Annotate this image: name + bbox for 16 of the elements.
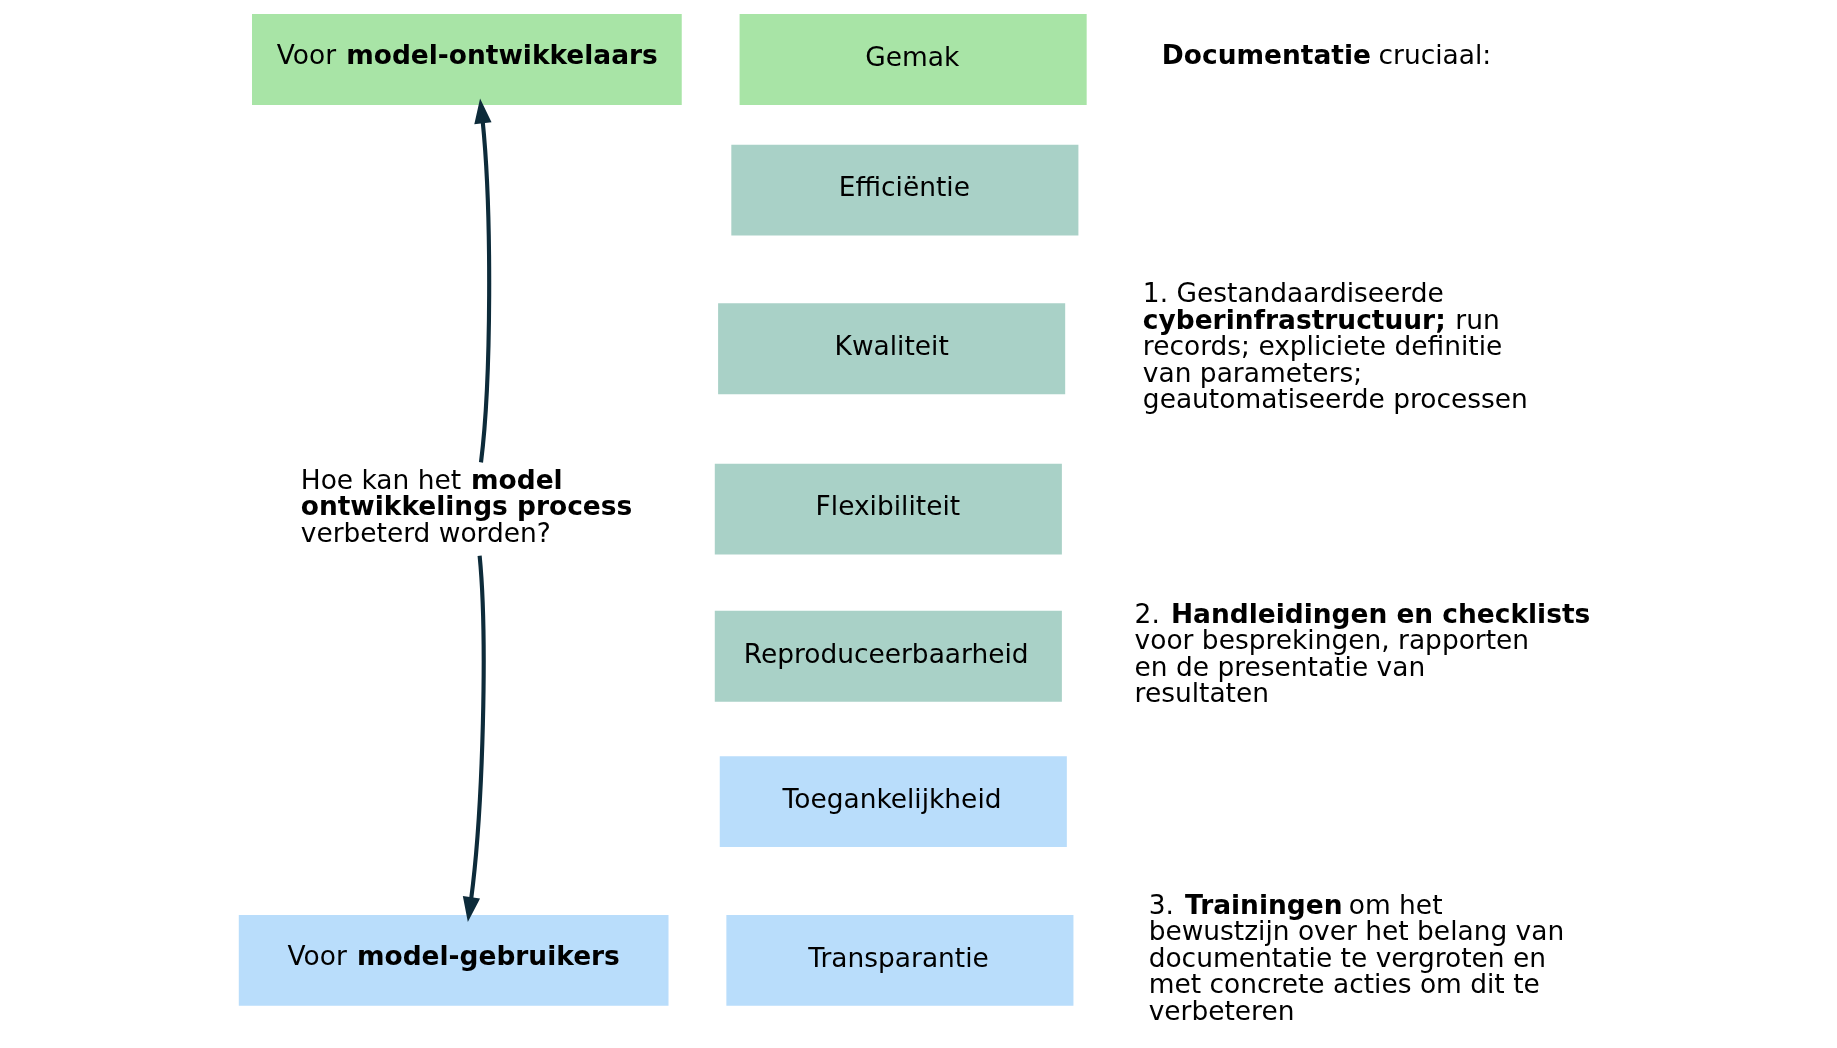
arrow	[462, 555, 486, 922]
node-box: Gemak	[739, 14, 1087, 105]
node-box: Voor model-ontwikkelaars	[252, 14, 682, 105]
label: 3. Trainingen om het bewustzijn over het belang van documentatie te vergroten en met concrete acties om dit te verbeteren	[1148, 888, 1565, 1026]
node-box: Reproduceerbaarheid	[714, 610, 1062, 702]
arrow	[474, 98, 492, 463]
label: Documentatie cruciaal:	[1161, 39, 1492, 71]
node-box: Voor model-gebruikers	[238, 914, 669, 1006]
node-box: Efficiëntie	[731, 144, 1079, 236]
node-box: Kwaliteit	[718, 303, 1066, 395]
label: 2. Handleidingen en checklists voor besprekingen, rapporten en de presentatie van resultaten	[1134, 597, 1591, 709]
node-box: Transparantie	[726, 914, 1074, 1006]
label: 1. Gestandaardiseerde cyberinfrastructuur; run records; expliciete definitie van parameters; geautomatiseerde processen	[1142, 277, 1528, 414]
node-box: Flexibiliteit	[714, 463, 1062, 555]
node-text: Hoe kan het model ontwikkelings process verbeterd worden?	[300, 463, 633, 548]
node-box: Toegankelijkheid	[719, 756, 1067, 848]
